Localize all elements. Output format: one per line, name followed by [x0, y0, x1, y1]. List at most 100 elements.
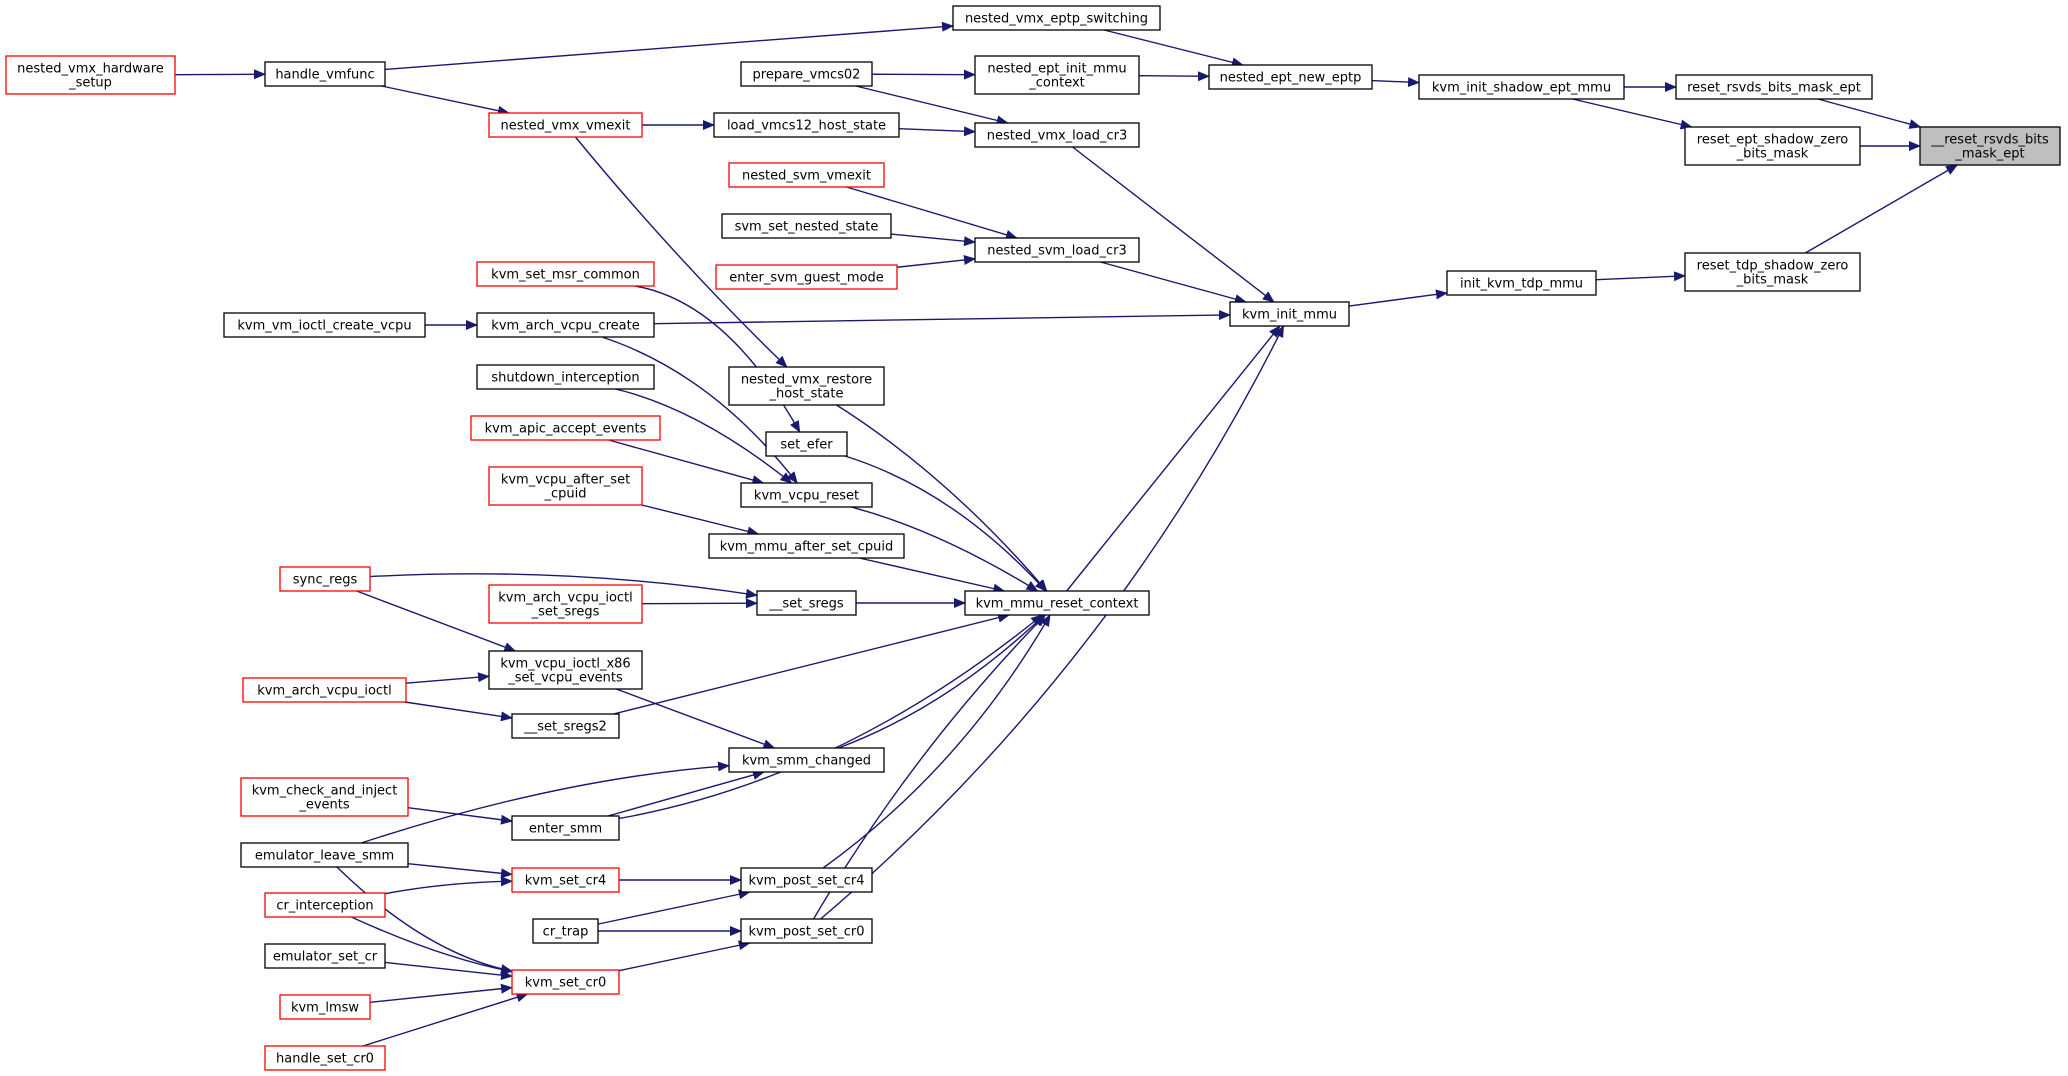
node-enter-smm[interactable]: enter_smm: [511, 815, 620, 841]
node-set-sregs2[interactable]: __set_sregs2: [511, 713, 620, 739]
node-label: _events: [298, 798, 350, 813]
node-nested-svm-load-cr3[interactable]: nested_svm_load_cr3: [974, 237, 1140, 263]
node-box: [511, 815, 620, 841]
node-box: [470, 415, 661, 441]
edge-kvm_vcpu_reset-to-kvm_mmu_reset_context: [851, 506, 1039, 592]
node-nested-vmx-hardware-setup[interactable]: nested_vmx_hardware_setup: [5, 55, 176, 95]
node-reset-rsvds-bits-mask-ept[interactable]: reset_rsvds_bits_mask_ept: [1675, 74, 1873, 100]
node-box: [511, 713, 620, 739]
edge-kvm_post_set_cr0-to-kvm_init_mmu: [820, 325, 1285, 920]
node-kvm-vm-ioctl-create-vcpu[interactable]: kvm_vm_ioctl_create_vcpu: [223, 312, 426, 338]
node-nested-vmx-restore-host-state[interactable]: nested_vmx_restore_host_state: [728, 366, 885, 406]
edge-nested_ept_init_mmu_context-to-nested_ept_new_eptp: [1138, 71, 1210, 82]
node-nested-ept-init-mmu-context[interactable]: nested_ept_init_mmu_context: [974, 55, 1140, 95]
node-nested-vmx-eptp-switching[interactable]: nested_vmx_eptp_switching: [952, 5, 1161, 31]
node-kvm-mmu-reset-context[interactable]: kvm_mmu_reset_context: [964, 590, 1150, 616]
node-kvm-init-shadow-ept-mmu[interactable]: kvm_init_shadow_ept_mmu: [1418, 74, 1625, 100]
node-emulator-leave-smm[interactable]: emulator_leave_smm: [240, 842, 409, 868]
node-reset-rsvds-ept-root: __reset_rsvds_bits_mask_ept: [1919, 126, 2061, 166]
node-label: nested_svm_load_cr3: [987, 244, 1127, 259]
node-label: kvm_set_cr0: [525, 976, 607, 991]
node-box: [279, 566, 371, 592]
node-nested-svm-vmexit[interactable]: nested_svm_vmexit: [728, 162, 885, 188]
node-kvm-vcpu-reset[interactable]: kvm_vcpu_reset: [740, 482, 873, 508]
node-label: init_kvm_tdp_mmu: [1460, 277, 1583, 292]
node-cr-interception[interactable]: cr_interception: [264, 892, 386, 918]
node-kvm-set-msr-common[interactable]: kvm_set_msr_common: [476, 261, 655, 287]
node-reset-tdp-shadow-zero-bits-mask[interactable]: reset_tdp_shadow_zero_bits_mask: [1684, 252, 1861, 292]
node-kvm-init-mmu[interactable]: kvm_init_mmu: [1229, 301, 1350, 327]
edge-prepare_vmcs02-to-nested_vmx_load_cr3: [855, 85, 1009, 126]
node-kvm-arch-vcpu-ioctl[interactable]: kvm_arch_vcpu_ioctl: [242, 677, 407, 703]
node-kvm-apic-accept-events[interactable]: kvm_apic_accept_events: [470, 415, 661, 441]
node-nested-vmx-load-cr3[interactable]: nested_vmx_load_cr3: [974, 122, 1140, 148]
node-box: [1418, 74, 1625, 100]
node-handle-set-cr0[interactable]: handle_set_cr0: [264, 1045, 386, 1071]
edge-kvm_post_set_cr4-to-kvm_mmu_reset_context: [822, 614, 1051, 869]
node-box: [511, 969, 620, 995]
edge-kvm_set_msr_common-to-set_efer: [634, 285, 801, 433]
node-box: [240, 842, 409, 868]
node-kvm-post-set-cr4[interactable]: kvm_post_set_cr4: [740, 867, 873, 893]
node-kvm-vcpu-ioctl-x86-set-vcpu-events[interactable]: kvm_vcpu_ioctl_x86_set_vcpu_events: [488, 650, 643, 690]
node-box: [952, 5, 1161, 31]
node-kvm-set-cr4[interactable]: kvm_set_cr4: [511, 867, 620, 893]
node-enter-svm-guest-mode[interactable]: enter_svm_guest_mode: [715, 264, 898, 290]
edge-enter_smm-to-kvm_smm_changed: [607, 770, 765, 817]
nodes-layer: __reset_rsvds_bits_mask_ept reset_rsvds_b…: [5, 5, 2061, 1071]
node-label: kvm_lmsw: [291, 1001, 359, 1016]
node-label: kvm_post_set_cr0: [748, 925, 864, 940]
edge-emulator_leave_smm-to-kvm_set_cr4: [407, 862, 513, 879]
node-shutdown-interception[interactable]: shutdown_interception: [476, 364, 655, 390]
node-label: nested_vmx_restore: [741, 373, 872, 388]
edge-kvm_init_shadow_ept_mmu-to-reset_ept_shadow_zero_bits_mask: [1572, 98, 1693, 130]
node-label: _setup: [68, 76, 112, 91]
edge-kvm_vcpu_ioctl_x86_set_vcpu_events-to-kvm_smm_changed: [616, 688, 776, 749]
node-label: __set_sregs: [768, 597, 843, 612]
node-nested-vmx-vmexit[interactable]: nested_vmx_vmexit: [488, 112, 643, 138]
node-kvm-smm-changed[interactable]: kvm_smm_changed: [728, 747, 885, 773]
node-kvm-post-set-cr0[interactable]: kvm_post_set_cr0: [740, 918, 873, 944]
node-kvm-lmsw[interactable]: kvm_lmsw: [279, 994, 371, 1020]
node-box: [713, 112, 900, 138]
edge-kvm_arch_vcpu_ioctl-to-__set_sregs2: [404, 701, 513, 722]
node-box: [1229, 301, 1350, 327]
edge-enter_smm-to-kvm_mmu_reset_context: [618, 614, 1044, 820]
node-kvm-arch-vcpu-create[interactable]: kvm_arch_vcpu_create: [476, 312, 655, 338]
node-sync-regs[interactable]: sync_regs: [279, 566, 371, 592]
edge-emulator_set_cr-to-kvm_set_cr0: [384, 961, 513, 981]
node-label: kvm_vcpu_reset: [754, 489, 859, 504]
node-box: [488, 466, 643, 506]
node-box: [242, 677, 407, 703]
node-label: nested_vmx_hardware: [17, 62, 164, 77]
node-set-efer[interactable]: set_efer: [765, 431, 848, 457]
node-box: [974, 237, 1140, 263]
node-emulator-set-cr[interactable]: emulator_set_cr: [264, 943, 386, 969]
node-label: prepare_vmcs02: [753, 68, 861, 83]
node-box: [476, 364, 655, 390]
node-kvm-mmu-after-set-cpuid[interactable]: kvm_mmu_after_set_cpuid: [708, 533, 905, 559]
node-set-sregs[interactable]: __set_sregs: [756, 590, 857, 616]
edge-sync_regs-to-__set_sregs: [369, 573, 758, 599]
node-reset-ept-shadow-zero-bits-mask[interactable]: reset_ept_shadow_zero_bits_mask: [1684, 126, 1861, 166]
node-load-vmcs12-host-state[interactable]: load_vmcs12_host_state: [713, 112, 900, 138]
edge-cr_trap-to-kvm_post_set_cr4: [597, 889, 751, 925]
node-cr-trap[interactable]: cr_trap: [532, 918, 599, 944]
node-box: [728, 162, 885, 188]
node-kvm-set-cr0[interactable]: kvm_set_cr0: [511, 969, 620, 995]
edge-__set_sregs2-to-kvm_mmu_reset_context: [613, 612, 1011, 715]
edge-set_efer-to-kvm_mmu_reset_context: [844, 455, 1047, 592]
node-box: [1208, 64, 1373, 90]
node-svm-set-nested-state[interactable]: svm_set_nested_state: [721, 213, 892, 239]
node-box: [1684, 126, 1861, 166]
node-box: [476, 261, 655, 287]
node-prepare-vmcs02[interactable]: prepare_vmcs02: [740, 61, 873, 87]
node-kvm-arch-vcpu-ioctl-set-sregs[interactable]: kvm_arch_vcpu_ioctl_set_sregs: [488, 584, 643, 624]
node-label: emulator_set_cr: [273, 950, 378, 965]
node-kvm-vcpu-after-set-cpuid[interactable]: kvm_vcpu_after_set_cpuid: [488, 466, 643, 506]
edge-kvm_lmsw-to-kvm_set_cr0: [369, 983, 513, 1004]
node-init-kvm-tdp-mmu[interactable]: init_kvm_tdp_mmu: [1446, 270, 1597, 296]
node-handle-vmfunc[interactable]: handle_vmfunc: [264, 61, 386, 87]
node-nested-ept-new-eptp[interactable]: nested_ept_new_eptp: [1208, 64, 1373, 90]
node-kvm-check-and-inject-events[interactable]: kvm_check_and_inject_events: [240, 777, 409, 817]
